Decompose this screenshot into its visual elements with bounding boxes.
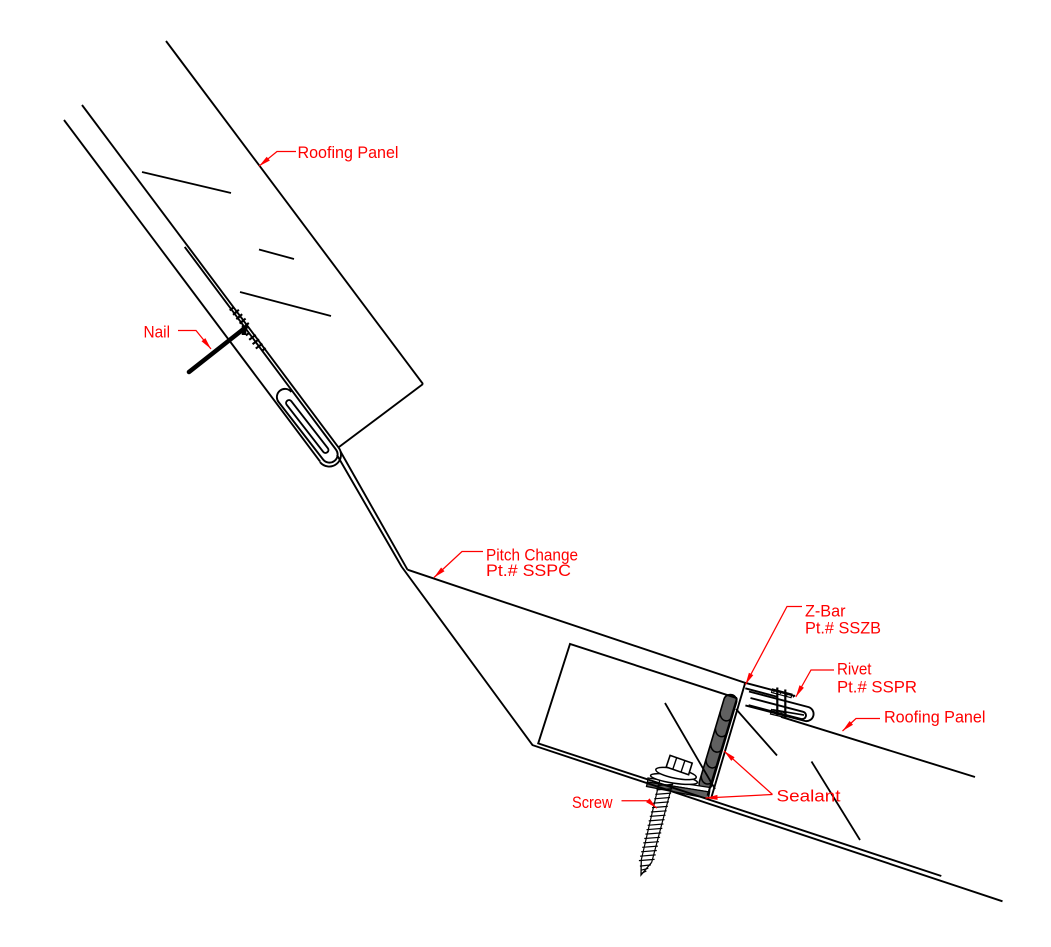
- svg-text:Roofing Panel: Roofing Panel: [884, 708, 986, 727]
- svg-text:Rivet: Rivet: [837, 660, 872, 679]
- svg-text:Pitch Change: Pitch Change: [486, 546, 578, 565]
- svg-text:Pt.# SSPC: Pt.# SSPC: [486, 561, 571, 580]
- svg-text:Pt.# SSPR: Pt.# SSPR: [837, 678, 917, 697]
- svg-text:Nail: Nail: [144, 323, 171, 342]
- svg-text:Sealant: Sealant: [777, 787, 841, 806]
- svg-text:Pt.# SSZB: Pt.# SSZB: [805, 619, 881, 638]
- svg-text:Screw: Screw: [572, 793, 613, 812]
- svg-text:Roofing Panel: Roofing Panel: [298, 143, 399, 162]
- svg-text:Z-Bar: Z-Bar: [805, 602, 846, 621]
